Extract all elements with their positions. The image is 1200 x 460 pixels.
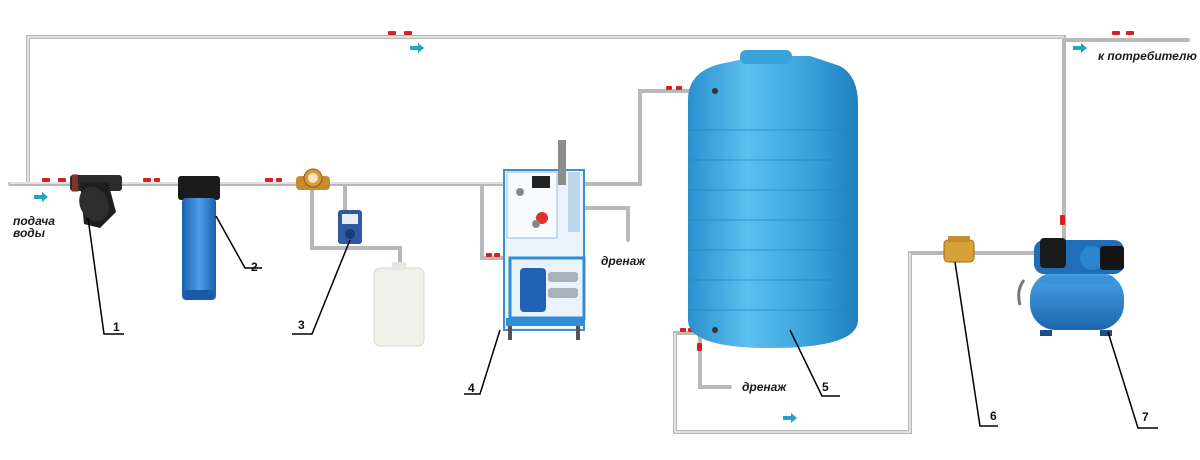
ro-unit [503,140,586,340]
cartridge-filter [178,176,220,300]
component-number-2: 2 [251,260,258,274]
component-number-3: 3 [298,318,305,332]
ro-feed-pipe [480,182,507,260]
pump-station [1017,238,1124,336]
water-supply-label-line2: воды [13,226,45,240]
flow-arrow-icon [783,413,797,423]
valve-icon [1112,31,1134,35]
leader-line-1 [87,217,124,335]
leader-line-4 [464,329,501,395]
tank-drain-label: дренаж [742,380,787,394]
valve-icon [697,343,702,351]
component-number-4: 4 [468,381,475,395]
flow-arrows [34,43,1087,423]
ro-to-tank-pipe [580,89,717,186]
water-meter [296,168,330,190]
flow-arrow-icon [34,192,48,202]
leader-line-3 [292,239,351,335]
to-consumer-label: к потребителю [1098,49,1197,63]
flow-arrow-icon [410,43,424,53]
component-number-5: 5 [822,380,829,394]
bypass-pipe [26,35,1066,185]
mesh-filter [70,174,122,228]
storage-tank [688,50,858,348]
component-number-6: 6 [990,409,997,423]
component-number-7: 7 [1142,410,1149,424]
component-number-1: 1 [113,320,120,334]
flow-arrow-icon [1073,43,1087,53]
valve-icon [143,178,160,182]
valve-icon [42,178,66,182]
valve-icon [486,253,500,257]
valve-icon [388,31,412,35]
leader-lines [87,215,1158,429]
ro-drain-pipe [580,206,630,242]
leader-line-2 [215,215,262,269]
valve-icon [1060,215,1065,225]
ro-drain-label: дренаж [601,254,646,268]
dosing-unit [338,210,425,347]
consumer-pipe [1062,38,1190,57]
leader-line-7 [1107,331,1158,429]
valve-icon [666,86,682,90]
valve-icon [265,178,282,182]
water-supply-label-line1: подача [13,214,55,228]
dosing-branch-pipe [310,182,402,270]
leader-line-6 [954,261,998,427]
leader-line-5 [789,329,840,397]
check-valve [943,236,975,263]
